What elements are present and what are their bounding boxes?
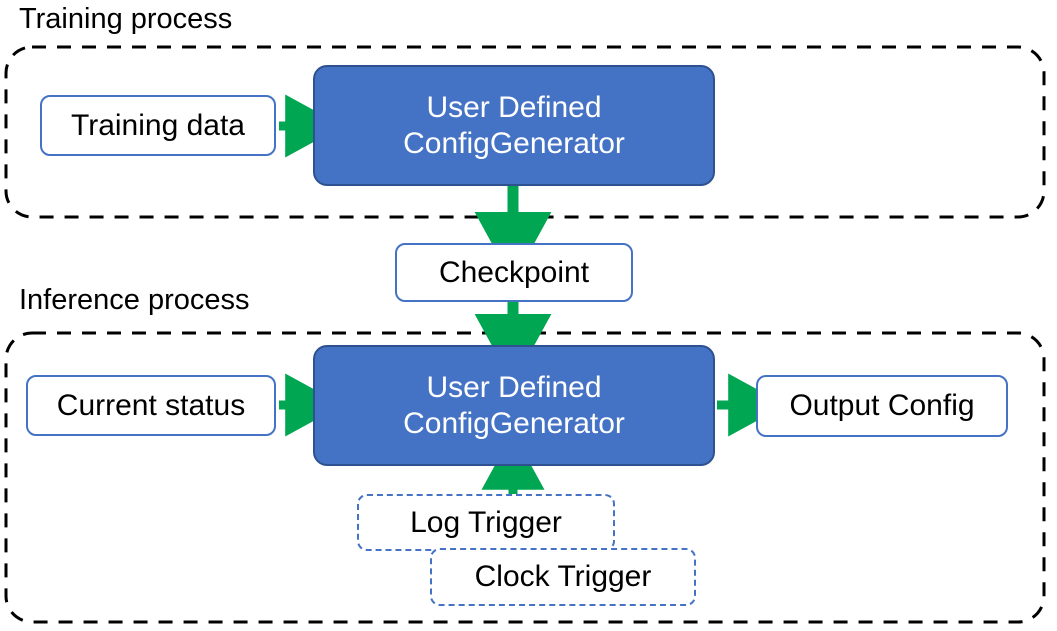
node-training-data-label: Training data <box>71 108 245 142</box>
node-inference-config-generator-line1: User Defined <box>426 370 602 404</box>
node-output-config-label: Output Config <box>789 389 975 422</box>
node-training-config-generator-line2: ConfigGenerator <box>403 126 625 160</box>
node-checkpoint[interactable]: Checkpoint <box>395 243 633 302</box>
node-clock-trigger[interactable]: Clock Trigger <box>430 548 696 606</box>
inference-process-title: Inference process <box>19 284 250 316</box>
node-training-config-generator-line1: User Defined <box>426 90 602 124</box>
node-current-status[interactable]: Current status <box>26 375 276 436</box>
node-output-config[interactable]: Output Config <box>756 375 1008 437</box>
node-inference-config-generator-line2: ConfigGenerator <box>403 406 625 440</box>
training-process-title: Training process <box>19 3 233 35</box>
node-current-status-label: Current status <box>56 388 246 422</box>
node-training-config-generator[interactable]: User Defined ConfigGenerator <box>313 65 715 186</box>
node-clock-trigger-label: Clock Trigger <box>474 560 652 593</box>
node-log-trigger[interactable]: Log Trigger <box>357 494 615 551</box>
node-inference-config-generator[interactable]: User Defined ConfigGenerator <box>313 345 715 466</box>
node-log-trigger-label: Log Trigger <box>410 505 562 539</box>
node-checkpoint-label: Checkpoint <box>438 255 590 289</box>
node-training-data[interactable]: Training data <box>40 95 276 156</box>
